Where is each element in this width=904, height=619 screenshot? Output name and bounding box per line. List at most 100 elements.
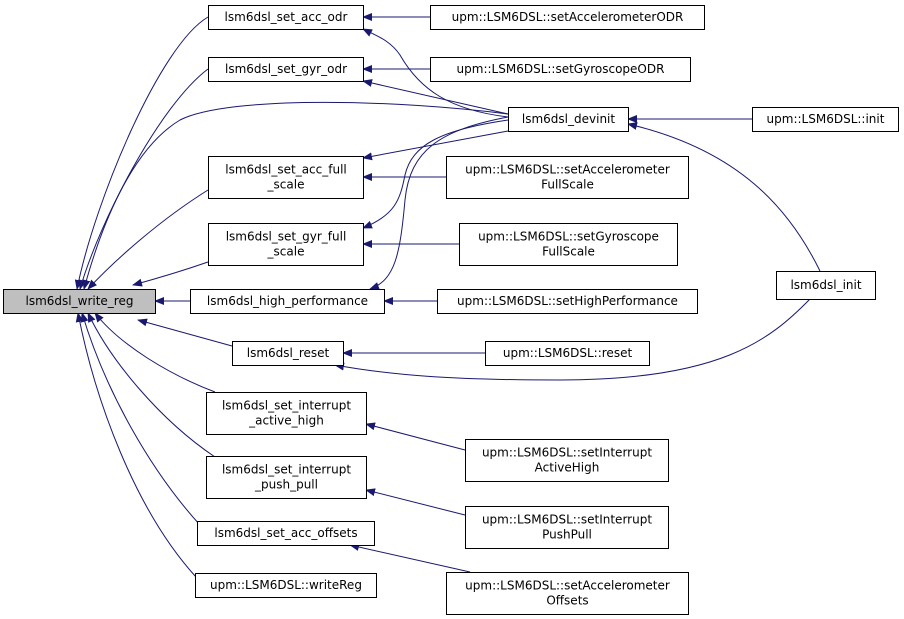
node-label: lsm6dsl_set_acc_odr <box>225 10 348 24</box>
node-label: lsm6dsl_set_interrupt <box>222 463 351 477</box>
edges-layer <box>74 13 821 578</box>
node-box <box>446 156 689 199</box>
node-set_gyr_odr[interactable]: lsm6dsl_set_gyr_odr <box>208 57 364 82</box>
node-box <box>776 271 876 300</box>
node-label: upm::LSM6DSL::setGyroscope <box>478 230 659 244</box>
node-set_gyr_full[interactable]: lsm6dsl_set_gyr_full_scale <box>208 223 364 266</box>
edge-int_push-to-write_reg <box>87 312 216 458</box>
edge-upm_int_push-to-int_push <box>365 488 466 516</box>
edge-devinit-to-set_acc_odr <box>362 28 509 118</box>
node-high_perf[interactable]: lsm6dsl_high_performance <box>190 289 385 314</box>
node-box <box>437 289 698 314</box>
edge-reset-to-write_reg <box>137 318 233 347</box>
edge-set_acc_odr-to-write_reg <box>74 16 209 290</box>
node-box <box>197 521 375 546</box>
node-label: _scale <box>267 178 305 192</box>
node-label: lsm6dsl_set_gyr_full <box>226 230 347 244</box>
node-reset[interactable]: lsm6dsl_reset <box>232 341 344 366</box>
node-box <box>446 572 689 615</box>
node-init[interactable]: lsm6dsl_init <box>776 271 876 300</box>
node-label: lsm6dsl_write_reg <box>26 294 134 308</box>
node-box <box>208 156 364 199</box>
edge-set_gyr_full-to-write_reg <box>132 261 209 287</box>
node-label: lsm6dsl_set_acc_full <box>225 163 347 177</box>
node-box <box>465 439 669 482</box>
node-box <box>752 107 899 132</box>
node-box <box>195 573 377 598</box>
edge-devinit-to-high_perf <box>369 116 509 290</box>
node-box <box>208 223 364 266</box>
node-box <box>485 341 650 366</box>
node-upm_reset[interactable]: upm::LSM6DSL::reset <box>485 341 650 366</box>
node-box <box>465 506 669 549</box>
node-label: lsm6dsl_devinit <box>522 112 615 126</box>
node-box <box>208 57 364 82</box>
node-label: _active_high <box>248 414 324 428</box>
edge-writeReg-to-write_reg <box>75 312 197 578</box>
node-box <box>206 456 367 499</box>
node-label: lsm6dsl_init <box>790 278 861 292</box>
node-label: lsm6dsl_set_gyr_odr <box>225 62 347 76</box>
node-box <box>206 392 367 435</box>
node-label: lsm6dsl_high_performance <box>207 294 368 308</box>
edge-set_acc_full-to-write_reg <box>87 189 209 290</box>
edge-devinit-to-set_acc_full <box>362 130 509 161</box>
node-label: upm::LSM6DSL::writeReg <box>210 578 362 592</box>
node-acc_offsets[interactable]: lsm6dsl_set_acc_offsets <box>197 521 375 546</box>
node-box <box>232 341 344 366</box>
node-upm_high_perf[interactable]: upm::LSM6DSL::setHighPerformance <box>437 289 698 314</box>
node-label: upm::LSM6DSL::setAccelerometerODR <box>452 10 684 24</box>
node-label: upm::LSM6DSL::setHighPerformance <box>457 294 678 308</box>
node-set_acc_full[interactable]: lsm6dsl_set_acc_full_scale <box>208 156 364 199</box>
node-box <box>208 5 364 30</box>
node-label: Offsets <box>546 594 588 608</box>
node-box <box>3 289 156 314</box>
node-box <box>508 107 629 132</box>
node-label: FullScale <box>541 178 594 192</box>
node-writeReg[interactable]: upm::LSM6DSL::writeReg <box>195 573 377 598</box>
node-write_reg[interactable]: lsm6dsl_write_reg <box>3 289 156 314</box>
edge-init-to-devinit <box>627 122 821 272</box>
edge-init-to-reset <box>334 298 811 381</box>
node-set_acc_odr[interactable]: lsm6dsl_set_acc_odr <box>208 5 364 30</box>
node-int_active[interactable]: lsm6dsl_set_interrupt_active_high <box>206 392 367 435</box>
node-devinit[interactable]: lsm6dsl_devinit <box>508 107 629 132</box>
node-label: lsm6dsl_set_interrupt <box>222 399 351 413</box>
node-label: ActiveHigh <box>535 461 600 475</box>
node-box <box>430 57 691 82</box>
node-label: lsm6dsl_set_acc_offsets <box>214 526 357 540</box>
nodes-layer: lsm6dsl_write_reg lsm6dsl_set_acc_odr lsm6… <box>3 5 899 615</box>
edge-devinit-to-write_reg <box>82 101 509 290</box>
node-box <box>430 5 705 30</box>
edge-set_gyr_odr-to-write_reg <box>78 68 209 290</box>
node-box <box>459 223 678 266</box>
node-label: upm::LSM6DSL::setAccelerometer <box>465 163 670 177</box>
edge-upm_acc_offsets-to-acc_offsets <box>349 543 471 573</box>
node-int_push[interactable]: lsm6dsl_set_interrupt_push_pull <box>206 456 367 499</box>
node-label: lsm6dsl_reset <box>247 346 330 360</box>
node-label: _scale <box>267 245 305 259</box>
node-upm_init[interactable]: upm::LSM6DSL::init <box>752 107 899 132</box>
node-label: upm::LSM6DSL::init <box>767 112 885 126</box>
edge-int_active-to-write_reg <box>94 312 216 393</box>
edge-acc_offsets-to-write_reg <box>80 312 201 526</box>
node-upm_acc_odr[interactable]: upm::LSM6DSL::setAccelerometerODR <box>430 5 705 30</box>
node-label: PushPull <box>542 528 592 542</box>
node-label: upm::LSM6DSL::setInterrupt <box>482 446 652 460</box>
node-label: upm::LSM6DSL::setAccelerometer <box>465 579 670 593</box>
node-upm_gyr_odr[interactable]: upm::LSM6DSL::setGyroscopeODR <box>430 57 691 82</box>
edge-devinit-to-set_gyr_odr <box>362 79 509 115</box>
node-label: upm::LSM6DSL::reset <box>503 346 633 360</box>
node-box <box>190 289 385 314</box>
node-label: upm::LSM6DSL::setGyroscopeODR <box>457 62 665 76</box>
node-label: _push_pull <box>254 478 318 492</box>
node-label: FullScale <box>542 245 595 259</box>
node-label: upm::LSM6DSL::setInterrupt <box>482 513 652 527</box>
edge-upm_int_active-to-int_active <box>365 422 466 451</box>
